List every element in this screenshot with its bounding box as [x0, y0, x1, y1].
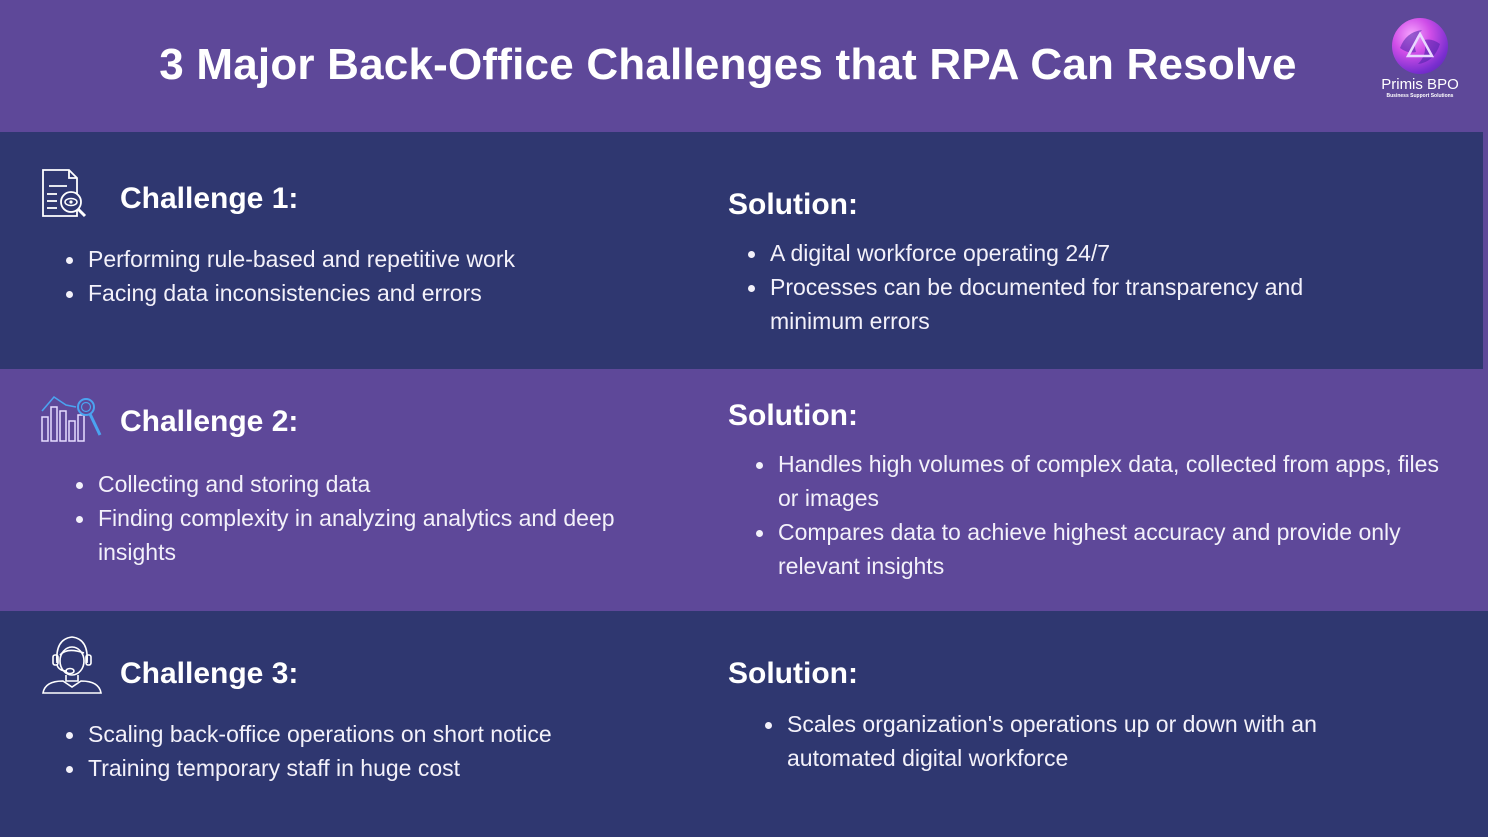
list-item: Compares data to achieve highest accurac… — [756, 515, 1456, 583]
challenge-3-list: Scaling back-office operations on short … — [66, 717, 666, 785]
header-banner: 3 Major Back-Office Challenges that RPA … — [0, 0, 1488, 132]
challenge-2-section: Challenge 2: Collecting and storing data… — [0, 369, 1488, 611]
solution-1-list: A digital workforce operating 24/7 Proce… — [748, 236, 1368, 338]
solution-2-list: Handles high volumes of complex data, co… — [756, 447, 1456, 583]
document-search-icon — [42, 169, 87, 218]
list-item: Processes can be documented for transpar… — [748, 270, 1368, 338]
solution-3-title: Solution: — [728, 657, 858, 690]
support-agent-icon — [42, 636, 102, 694]
challenge-2-title: Challenge 2: — [120, 405, 299, 438]
primis-bpo-logo: Primis BPO Business Support Solutions — [1370, 18, 1470, 110]
list-item: Training temporary staff in huge cost — [66, 751, 666, 785]
list-item: Finding complexity in analyzing analytic… — [76, 501, 636, 569]
primis-logo-icon — [1392, 18, 1448, 74]
chart-analytics-icon — [41, 395, 102, 442]
challenge-2-list: Collecting and storing data Finding comp… — [76, 467, 636, 569]
solution-3-list: Scales organization's operations up or d… — [765, 707, 1385, 775]
logo-name: Primis BPO — [1381, 76, 1459, 93]
list-item: Collecting and storing data — [76, 467, 636, 501]
logo-tagline: Business Support Solutions — [1386, 93, 1454, 99]
challenge-1-title: Challenge 1: — [120, 182, 299, 215]
challenge-1-section: Challenge 1: Performing rule-based and r… — [0, 132, 1483, 369]
list-item: Performing rule-based and repetitive wor… — [66, 242, 626, 276]
list-item: Handles high volumes of complex data, co… — [756, 447, 1456, 515]
challenge-3-section: Challenge 3: Scaling back-office operati… — [0, 611, 1488, 837]
solution-1-title: Solution: — [728, 188, 858, 221]
list-item: Facing data inconsistencies and errors — [66, 276, 626, 310]
challenge-1-list: Performing rule-based and repetitive wor… — [66, 242, 626, 310]
list-item: Scales organization's operations up or d… — [765, 707, 1385, 775]
list-item: Scaling back-office operations on short … — [66, 717, 666, 751]
challenge-3-title: Challenge 3: — [120, 657, 299, 690]
page-title: 3 Major Back-Office Challenges that RPA … — [159, 40, 1297, 89]
list-item: A digital workforce operating 24/7 — [748, 236, 1368, 270]
solution-2-title: Solution: — [728, 399, 858, 432]
